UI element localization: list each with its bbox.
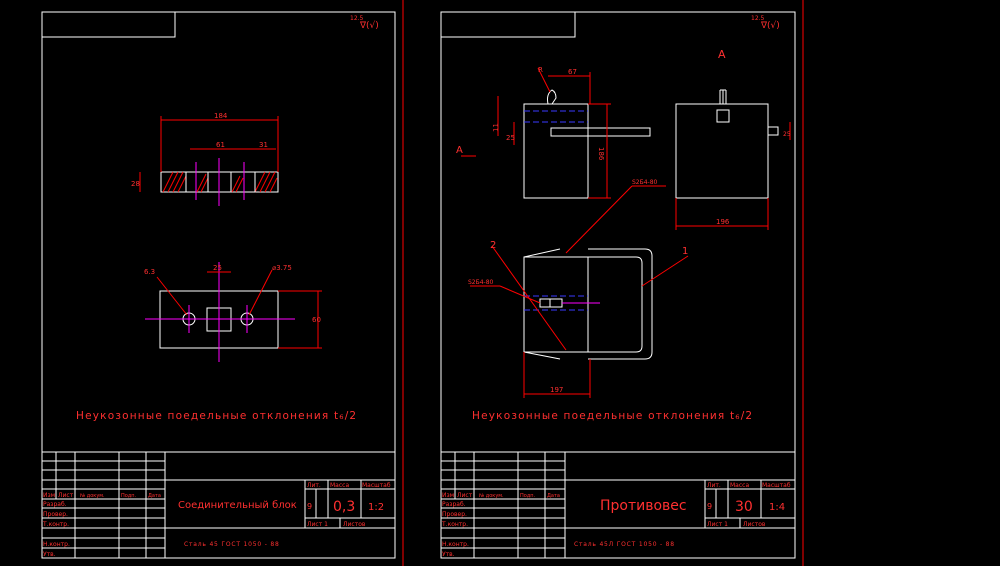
dim-186: 186: [597, 147, 605, 161]
sheet-2-scale: 1:4: [769, 502, 785, 513]
sheet-2-tolerance-note: Неукозонные поедельные отклонения t₆/2: [472, 410, 753, 422]
tb2-role-3: Т.контр.: [441, 521, 468, 528]
tb2-sheet: Лист 1: [707, 521, 728, 528]
tb1-list: Лист: [58, 492, 74, 499]
tb2-podp: Подп.: [520, 493, 536, 499]
sheet-1-scale: 1:2: [368, 502, 384, 513]
dim-slot: 25: [213, 264, 222, 272]
tb1-role-3: Т.контр.: [42, 521, 69, 528]
sheet-2-material: Сталь 45Л ГОСТ 1050 - 88: [574, 541, 675, 548]
sheet-1-part-title: Соединительный блок: [178, 500, 297, 511]
dim-196: 196: [716, 218, 730, 226]
tb2-role-2: Провер.: [442, 511, 467, 518]
sheet-1-material: Сталь 45 ГОСТ 1050 - 88: [184, 541, 280, 548]
sheet-1-roughness-value: 12.5: [350, 15, 364, 22]
sheet-1-mass: 0,3: [333, 499, 355, 515]
dim-mid: 61: [216, 141, 225, 149]
view-label-a: А: [718, 48, 726, 61]
sheet-1: 12.5 ∇(√) 184: [41, 11, 396, 559]
tb1-podp: Подп.: [121, 493, 137, 499]
tb2-izm: Изм: [442, 492, 454, 499]
part-section-view: 184 61 31 28: [131, 112, 279, 206]
dim-hole: 6.3: [144, 268, 155, 276]
tb2-lit-value: 9: [707, 502, 712, 511]
dim-67: 67: [568, 68, 577, 76]
sheet-2-frame: [440, 11, 796, 559]
tb2-col-scale: Масштаб: [762, 482, 791, 489]
counterweight-front-view: 67 R 11 25 186 А: [456, 66, 651, 199]
dim-11: 11: [492, 123, 500, 132]
tb2-col-lit: Лит.: [707, 482, 721, 489]
sheet-1-title-block: Изм Лист № докум. Подп. Дата Разраб. Про…: [41, 451, 396, 559]
sheet-2-roughness-value: 12.5: [751, 15, 765, 22]
section-arrow-a: А: [456, 145, 463, 156]
tb1-sheet: Лист 1: [307, 521, 328, 528]
sheet-1-roughness-symbol: ∇(√): [359, 20, 379, 31]
tb2-doc: № докум.: [479, 493, 504, 499]
tb1-lit-value: 9: [307, 502, 312, 511]
dim-25: 25: [506, 134, 515, 142]
tb1-role-2: Провер.: [43, 511, 68, 518]
sheet-2: 12.5 ∇(√) А 67 R 11 25 186 А: [440, 11, 796, 559]
tb1-izm: Изм: [43, 492, 55, 499]
dim-diameter: ⌀3.75: [272, 264, 292, 272]
tb2-role-1: Разраб.: [442, 501, 466, 508]
tb1-date: Дата: [148, 493, 161, 499]
sheet-2-corner-stamp: [440, 11, 576, 38]
dim-height: 28: [131, 180, 140, 188]
tb1-col-lit: Лит.: [307, 482, 321, 489]
tb2-role-5: Утв.: [442, 551, 455, 558]
sheet-2-title-block: Изм Лист № докум. Подп. Дата Разраб. Про…: [440, 451, 796, 559]
dim-radius: R: [538, 66, 543, 74]
tb1-sheets: Листов: [343, 521, 366, 528]
tb1-role-5: Утв.: [43, 551, 56, 558]
tb2-role-4: Н.контр.: [442, 541, 469, 548]
tb2-sheets: Листов: [743, 521, 766, 528]
dim-right: 31: [259, 141, 268, 149]
sheet-2-mass: 30: [735, 499, 753, 515]
tb1-col-mass: Масса: [330, 482, 349, 489]
part-plan-view: 25 6.3 ⌀3.75 60: [144, 262, 322, 362]
dim-197: 197: [550, 386, 563, 394]
dim-25-side: 25: [783, 131, 791, 138]
counterweight-side-view: 196 25: [675, 89, 791, 230]
hatch-pattern: [162, 171, 278, 193]
dim-60: 60: [312, 316, 321, 324]
sheet-2-part-title: Противовес: [600, 498, 687, 514]
tb1-col-scale: Масштаб: [362, 482, 391, 489]
tb1-role-1: Разраб.: [43, 501, 67, 508]
dim-length: 184: [214, 112, 228, 120]
sheet-1-corner-stamp: [41, 11, 176, 38]
weld-label-2: S2Б4-80: [468, 279, 494, 286]
tb1-role-4: Н.контр.: [43, 541, 70, 548]
tb2-date: Дата: [547, 493, 560, 499]
weld-label-1: S2Б4-80: [632, 179, 658, 186]
tb1-doc: № докум.: [80, 493, 105, 499]
position-2: 2: [490, 240, 496, 251]
position-1: 1: [682, 246, 688, 257]
sheet-1-tolerance-note: Неукозонные поедельные отклонения t₆/2: [76, 410, 357, 422]
tb2-list: Лист: [457, 492, 473, 499]
tb2-col-mass: Масса: [730, 482, 749, 489]
counterweight-assembly-view: S2Б4-80 S2Б4-80 2 1 197: [468, 179, 688, 398]
sheet-2-roughness-symbol: ∇(√): [760, 20, 780, 31]
